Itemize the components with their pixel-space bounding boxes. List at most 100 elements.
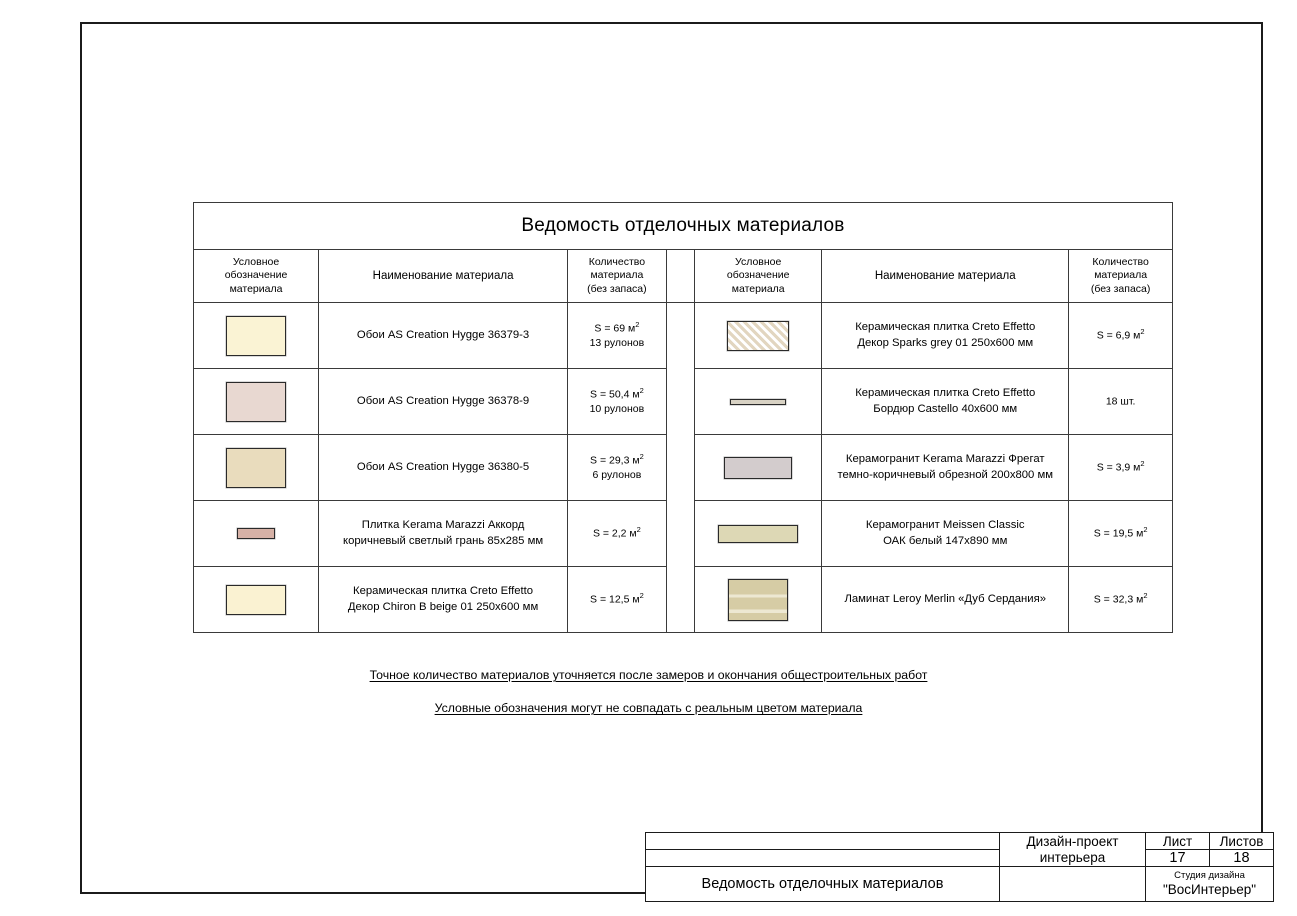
studio-stamp: Студия дизайна "ВосИнтерьер" — [1145, 866, 1274, 902]
swatch-container — [695, 303, 821, 368]
header-spacer — [665, 249, 696, 303]
material-qty-right: 18 шт. — [1068, 368, 1173, 435]
swatch-cell-right — [694, 302, 823, 369]
material-name-right-line1: Керамогранит Meissen Classic — [865, 519, 1025, 532]
note-color-disclaimer: Условные обозначения могут не совпадать … — [434, 701, 863, 715]
swatch-wallpaper-tan — [226, 447, 287, 488]
note-measurement-disclaimer: Точное количество материалов уточняется … — [369, 668, 928, 682]
material-qty-left: S = 12,5 м2 — [567, 566, 667, 633]
material-name-left: Обои AS Creation Hygge 36379-3 — [318, 302, 569, 369]
table-row: Обои AS Creation Hygge 36379-3 S = 69 м2… — [192, 302, 1173, 633]
qty-left-unit-sup: 2 — [639, 451, 644, 461]
title-block-row-numbers: 17 18 — [645, 849, 1274, 867]
material-name-right: Керамогранит Meissen Classic ОАК белый 1… — [821, 500, 1070, 567]
total-sheets-number: 18 — [1209, 849, 1274, 867]
swatch-wallpaper-pink — [226, 381, 287, 422]
material-name-left-line1: Плитка Kerama Marazzi Аккорд — [361, 519, 525, 532]
title-block-blank-mid — [999, 866, 1146, 902]
title-block-row-top: Дизайн-проект интерьера Лист Листов — [645, 832, 1274, 867]
document-name: Ведомость отделочных материалов — [645, 866, 1000, 902]
material-qty-right: S = 32,3 м2 — [1068, 566, 1173, 633]
swatch-porcelain-fregat-grey — [724, 456, 793, 479]
sheet-label: Лист — [1145, 832, 1210, 850]
swatch-cell-right — [694, 566, 823, 633]
material-name-left: Плитка Kerama Marazzi Аккорд коричневый … — [318, 500, 569, 567]
material-name-right: Керамическая плитка Creto Effetto Бордюр… — [821, 368, 1070, 435]
header-qty-left-line2: материала — [590, 269, 644, 282]
qty-right-value: S = 3,9 м — [1096, 461, 1141, 474]
material-name-right: Керамическая плитка Creto Effetto Декор … — [821, 302, 1070, 369]
qty-left-value: S = 69 м — [594, 322, 636, 335]
project-type-line2: интерьера — [1039, 849, 1106, 865]
header-symbol-left-line3: материала — [229, 282, 283, 295]
title-block-blank-left — [645, 832, 1000, 850]
swatch-container — [194, 303, 318, 368]
qty-left-value: S = 29,3 м — [590, 454, 640, 467]
material-name-right-line1: Керамическая плитка Creto Effetto — [855, 321, 1036, 334]
material-qty-left: S = 29,3 м2 6 рулонов — [567, 434, 667, 501]
material-name-left-line1: Керамическая плитка Creto Effetto — [353, 585, 534, 598]
swatch-tile-sparks-grey-hatch — [727, 320, 790, 351]
qty-right-unit-sup: 2 — [1140, 459, 1145, 469]
header-name-right: Наименование материала — [821, 249, 1070, 303]
material-name-right-line2: темно-коричневый обрезной 200x800 мм — [837, 468, 1053, 481]
material-qty-right: S = 3,9 м2 — [1068, 434, 1173, 501]
qty-left-rolls: 6 рулонов — [592, 469, 642, 482]
title-block: Дизайн-проект интерьера Лист Листов 17 1… — [645, 832, 1274, 902]
material-qty-right: S = 19,5 м2 — [1068, 500, 1173, 567]
studio-label: Студия дизайна — [1174, 869, 1245, 881]
swatch-container — [695, 567, 821, 632]
header-symbol-left-line1: Условное — [232, 256, 280, 269]
material-name-left: Обои AS Creation Hygge 36380-5 — [318, 434, 569, 501]
qty-right-unit-sup: 2 — [1143, 591, 1148, 601]
material-name-left-line2: Декор Chiron B beige 01 250x600 мм — [347, 600, 539, 613]
header-symbol-right-line2: обозначение — [726, 269, 790, 282]
swatch-tile-chiron-beige — [226, 584, 287, 615]
swatch-container — [695, 435, 821, 500]
swatch-cell-right — [694, 434, 823, 501]
header-qty-left-line1: Количество — [588, 256, 646, 269]
swatch-container — [695, 501, 821, 566]
material-qty-left: S = 69 м2 13 рулонов — [567, 302, 667, 369]
project-type: Дизайн-проект интерьера — [999, 832, 1146, 867]
table-title-row: Ведомость отделочных материалов — [193, 202, 1173, 250]
studio-name: "ВосИнтерьер" — [1162, 881, 1257, 897]
header-name-left: Наименование материала — [318, 249, 569, 303]
qty-left-unit-sup: 2 — [635, 319, 640, 329]
swatch-cell-left — [192, 566, 320, 633]
material-name-right: Керамогранит Kerama Marazzi Фрегат темно… — [821, 434, 1070, 501]
material-name-left: Керамическая плитка Creto Effetto Декор … — [318, 566, 569, 633]
header-symbol-right-line1: Условное — [735, 256, 782, 269]
header-qty-left-line3: (без запаса) — [587, 282, 647, 295]
swatch-cell-left — [192, 434, 320, 501]
swatch-cell-left — [192, 302, 320, 369]
table-row: Плитка Kerama Marazzi Аккорд коричневый … — [192, 500, 1173, 567]
header-symbol-left-line2: обозначение — [224, 269, 288, 282]
material-name-right-line1: Керамическая плитка Creto Effetto — [855, 387, 1036, 400]
table-row: Обои AS Creation Hygge 36378-9 S = 50,4 … — [192, 368, 1173, 435]
material-name-left-text: Обои AS Creation Hygge 36378-9 — [356, 394, 530, 407]
qty-right-unit-sup: 2 — [1140, 327, 1145, 337]
material-name-right-line1: Ламинат Leroy Merlin «Дуб Сердания» — [844, 592, 1046, 605]
material-name-right-line2: Бордюр Castello 40x600 мм — [873, 402, 1018, 415]
materials-specification-table: Ведомость отделочных материалов Условное… — [192, 202, 1173, 633]
header-qty-right-line3: (без запаса) — [1090, 282, 1151, 295]
header-symbol-right-line3: материала — [731, 282, 785, 295]
project-type-line1: Дизайн-проект — [1026, 833, 1119, 849]
table-row: Керамическая плитка Creto Effetto Декор … — [192, 566, 1173, 633]
swatch-wallpaper-ivory — [226, 315, 287, 356]
material-name-left-text: Обои AS Creation Hygge 36379-3 — [356, 328, 530, 341]
qty-right-unit-sup: 2 — [1143, 525, 1148, 535]
swatch-cell-right — [694, 500, 823, 567]
table-center-spacer — [665, 302, 696, 633]
swatch-container — [194, 435, 318, 500]
title-block-row-bottom: Ведомость отделочных материалов Студия д… — [645, 866, 1274, 902]
swatch-cell-left — [192, 368, 320, 435]
swatch-cell-right — [694, 368, 823, 435]
material-qty-left: S = 2,2 м2 — [567, 500, 667, 567]
material-qty-left: S = 50,4 м2 10 рулонов — [567, 368, 667, 435]
swatch-container — [194, 567, 318, 632]
sheet-number: 17 — [1145, 849, 1210, 867]
qty-right-value: 18 шт. — [1105, 395, 1136, 408]
header-qty-right-line2: материала — [1094, 269, 1148, 282]
